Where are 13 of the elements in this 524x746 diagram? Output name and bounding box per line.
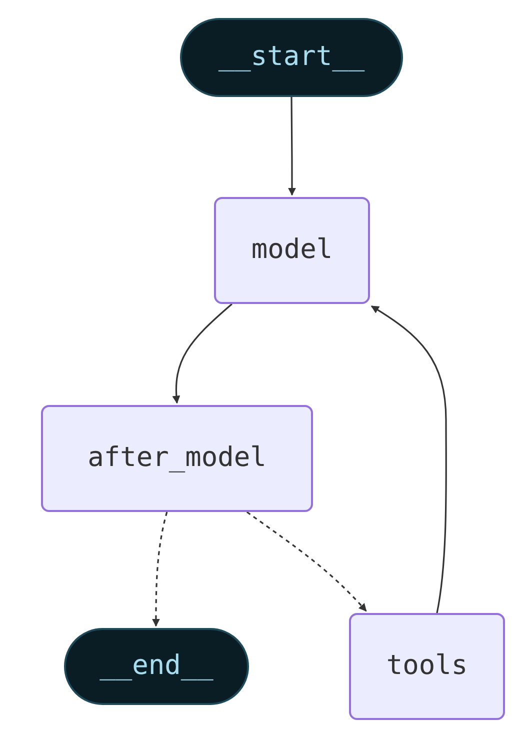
arrow: [172, 303, 232, 404]
node-label: model: [251, 233, 333, 268]
arrow: [246, 511, 367, 612]
node-label: tools: [386, 649, 468, 684]
node-label: after_model: [88, 441, 266, 476]
node-label: __start__: [218, 40, 365, 74]
arrow: [152, 512, 168, 627]
node-label: __end__: [100, 649, 214, 684]
arrow: [370, 305, 447, 614]
process-box: [214, 197, 370, 304]
process-box: [349, 613, 505, 720]
process-box: [41, 405, 313, 512]
arrow: [288, 97, 296, 196]
